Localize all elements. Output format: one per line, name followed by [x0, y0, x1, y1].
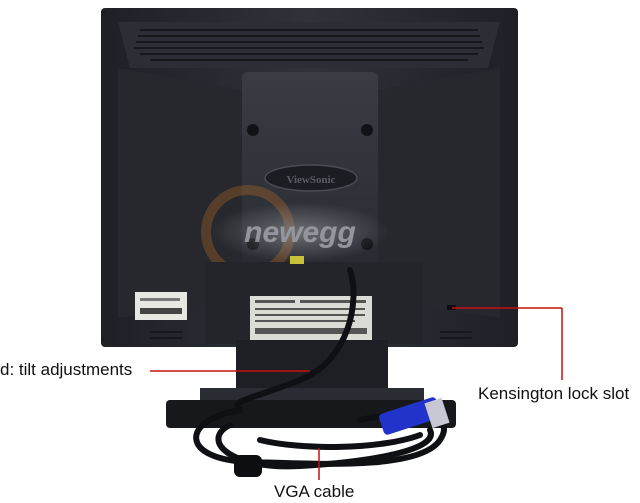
- watermark-logo: newegg: [201, 185, 390, 279]
- callout-stand-label: d: tilt adjustments: [0, 360, 133, 379]
- kensington-slot: [447, 305, 456, 310]
- ferrite-core: [234, 455, 262, 477]
- svg-text:ViewSonic: ViewSonic: [286, 174, 335, 186]
- callout-kensington-label: Kensington lock slot: [478, 384, 630, 403]
- callout-vga-label: VGA cable: [274, 482, 355, 501]
- brand-badge: ViewSonic: [264, 164, 358, 192]
- svg-text:newegg: newegg: [244, 216, 356, 249]
- callout-lines: [150, 307, 563, 480]
- serial-sticker: [135, 292, 187, 320]
- stand-bracket: [205, 256, 423, 344]
- vga-plug: [379, 397, 450, 435]
